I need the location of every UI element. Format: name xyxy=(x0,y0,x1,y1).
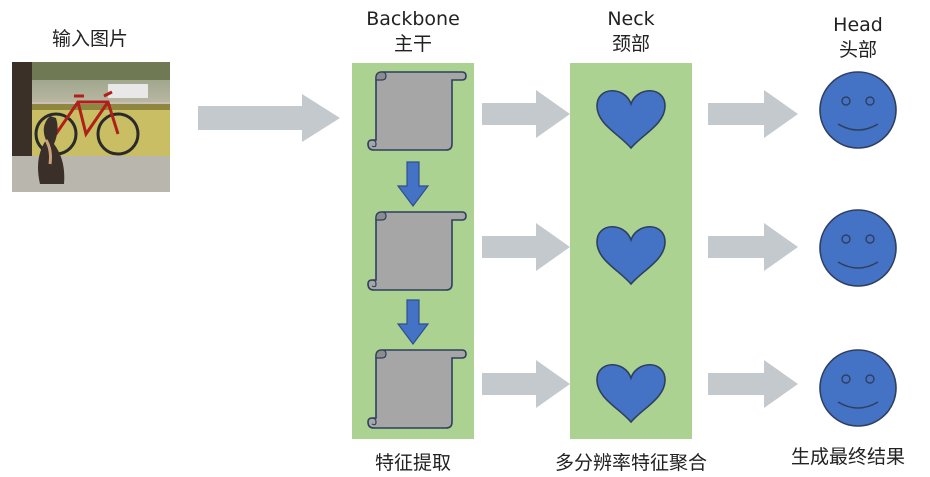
scroll-stage-3 xyxy=(367,349,467,429)
backbone-caption: 特征提取 xyxy=(374,452,451,474)
arrow-neck-to-head-1 xyxy=(708,90,798,138)
heart-1 xyxy=(596,90,666,150)
head-title-cn: 头部 xyxy=(838,39,877,61)
heart-2 xyxy=(596,226,666,286)
heart-3 xyxy=(596,364,666,424)
arrow-backbone-to-neck-2 xyxy=(482,223,570,271)
down-arrow-1 xyxy=(396,161,430,207)
head-caption: 生成最终结果 xyxy=(790,446,905,468)
backbone-title-en: Backbone xyxy=(366,8,460,30)
smiley-face-3 xyxy=(819,349,897,427)
down-arrow-2 xyxy=(396,299,430,345)
neck-caption: 多分辨率特征聚合 xyxy=(554,452,707,474)
smiley-face-2 xyxy=(819,209,897,287)
arrow-backbone-to-neck-3 xyxy=(482,360,570,408)
arrow-input-to-backbone xyxy=(198,94,340,142)
scroll-stage-1 xyxy=(367,71,467,151)
arrow-neck-to-head-3 xyxy=(708,360,798,408)
neck-title-en: Neck xyxy=(607,8,655,30)
head-title-en: Head xyxy=(833,14,883,36)
input-photo xyxy=(12,62,170,192)
arrow-neck-to-head-2 xyxy=(708,223,798,271)
scroll-stage-2 xyxy=(367,211,467,291)
backbone-title-cn: 主干 xyxy=(393,33,432,55)
neck-title-cn: 颈部 xyxy=(611,33,650,55)
arrow-backbone-to-neck-1 xyxy=(482,90,570,138)
smiley-face-1 xyxy=(819,71,897,149)
input-image-label: 输入图片 xyxy=(51,28,128,50)
